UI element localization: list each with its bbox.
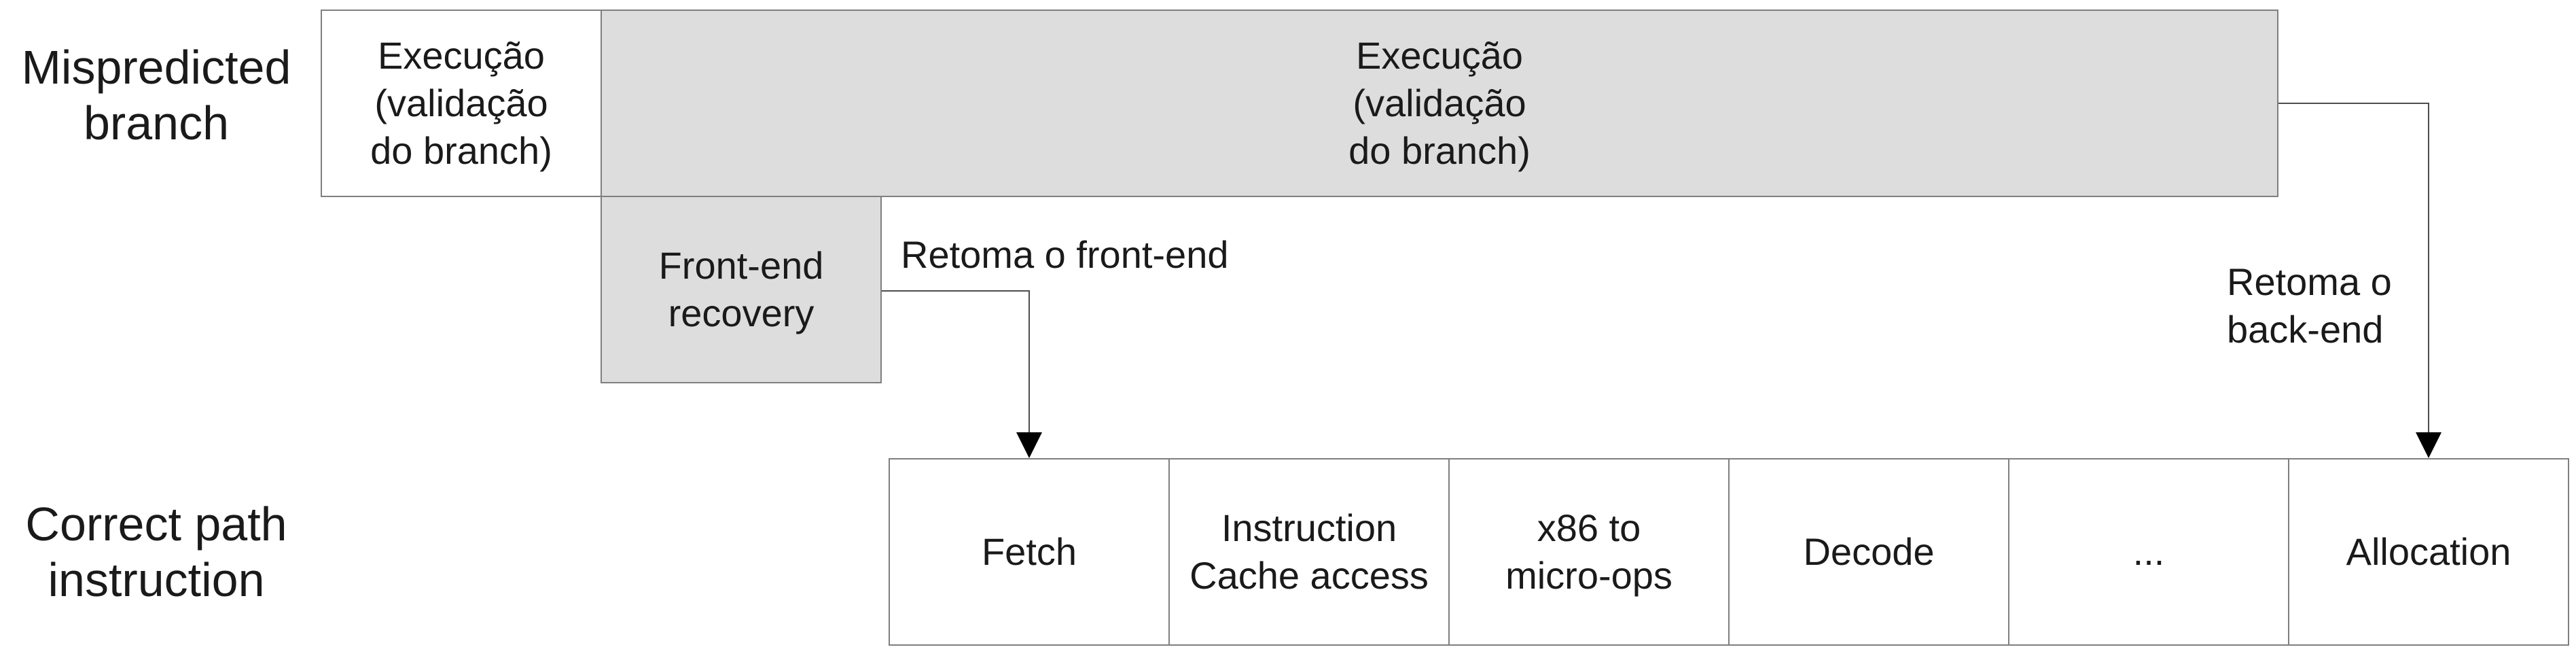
execution-long-box: Execução (validação do branch) (601, 10, 2278, 197)
box-line: do branch) (1348, 129, 1531, 172)
note-line: back-end (2227, 308, 2384, 351)
stage-x86-to-microops-box: x86 to micro-ops (1448, 458, 1730, 646)
box-line: (validação (1353, 82, 1526, 124)
frontend-resume-arrowhead (1016, 432, 1042, 458)
box-line: Fetch (981, 530, 1077, 573)
row-label-line: Correct path (25, 498, 287, 551)
box-line: Cache access (1189, 554, 1429, 597)
box-line: do branch) (370, 129, 552, 172)
stage-fetch-box: Fetch (889, 458, 1170, 646)
box-line: Decode (1803, 530, 1935, 573)
box-line: Allocation (2346, 530, 2511, 573)
stage-decode-box: Decode (1728, 458, 2009, 646)
box-line: Instruction (1221, 506, 1397, 549)
resume-backend-note: Retoma o back-end (2227, 258, 2392, 353)
row-label-mispredicted-branch: Mispredicted branch (0, 39, 312, 151)
row-label-line: branch (83, 97, 230, 150)
box-line: Execução (1356, 34, 1523, 77)
box-line: ... (2132, 530, 2165, 573)
stage-allocation-box: Allocation (2288, 458, 2569, 646)
frontend-resume-connector (882, 290, 1030, 432)
box-line: (validação (374, 82, 548, 124)
execution-short-box: Execução (validação do branch) (321, 10, 602, 197)
row-label-correct-path-instruction: Correct path instruction (0, 496, 312, 608)
stage-instruction-cache-box: Instruction Cache access (1168, 458, 1450, 646)
frontend-recovery-box: Front-end recovery (601, 196, 882, 383)
row-label-line: instruction (48, 553, 265, 606)
stage-ellipsis-box: ... (2008, 458, 2289, 646)
box-line: Execução (378, 34, 545, 77)
box-line: Front-end (658, 244, 824, 287)
box-line: x86 to (1537, 506, 1641, 549)
box-line: micro-ops (1505, 554, 1672, 597)
note-line: Retoma o (2227, 260, 2392, 303)
backend-resume-arrowhead (2416, 432, 2441, 458)
resume-frontend-note: Retoma o front-end (901, 233, 1229, 276)
box-line: recovery (668, 292, 815, 334)
row-label-line: Mispredicted (21, 41, 291, 94)
